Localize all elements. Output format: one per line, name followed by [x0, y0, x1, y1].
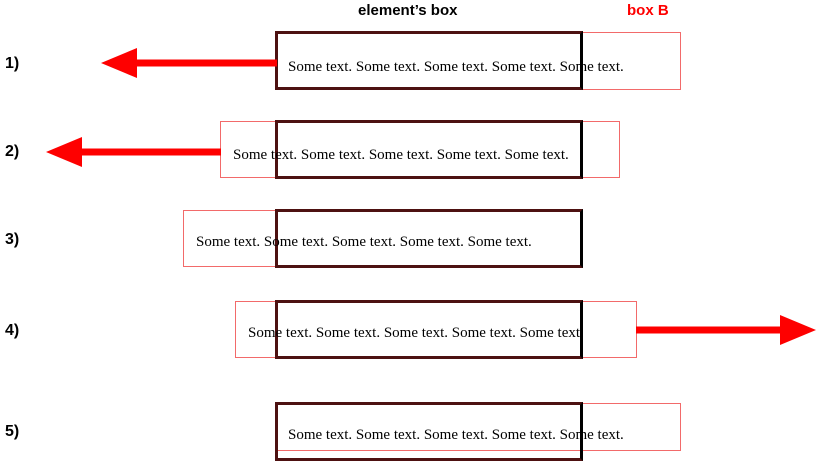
row-label-1: 1): [5, 55, 20, 72]
element-box-row-3: [275, 209, 583, 268]
element-box-row-2: [275, 120, 583, 179]
row-text-3: Some text. Some text. Some text. Some te…: [196, 234, 532, 250]
row-text-2: Some text. Some text. Some text. Some te…: [233, 147, 569, 163]
overflow-arrow-left-row-1: [101, 47, 277, 79]
row-label-3: 3): [5, 231, 20, 248]
row-text-5: Some text. Some text. Some text. Some te…: [288, 427, 624, 443]
row-label-2: 2): [5, 143, 20, 160]
element-box-header-label: element’s box: [358, 2, 458, 19]
element-box-row-4: [275, 300, 583, 359]
box-b-header-label: box B: [627, 2, 669, 19]
overflow-arrow-left-row-2: [46, 136, 221, 168]
row-label-5: 5): [5, 423, 20, 440]
row-text-1: Some text. Some text. Some text. Some te…: [288, 59, 624, 75]
row-text-4: Some text. Some text. Some text. Some te…: [248, 325, 584, 341]
overflow-arrow-right-row-4: [636, 314, 816, 346]
row-label-4: 4): [5, 322, 20, 339]
